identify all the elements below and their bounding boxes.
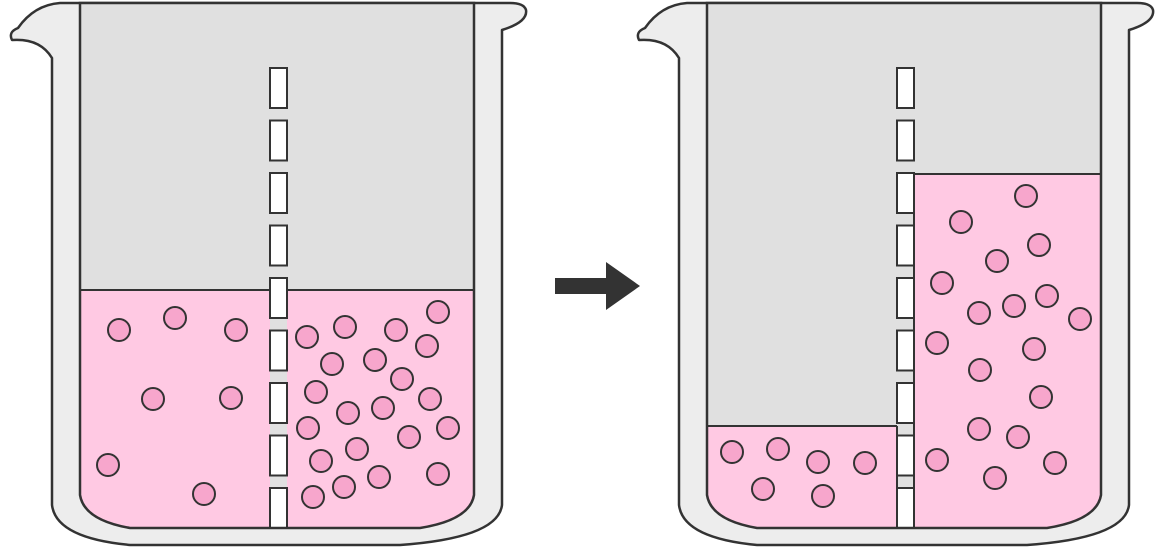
- membrane-segment: [269, 277, 288, 319]
- solute-particle: [224, 318, 248, 342]
- solute-particle: [333, 315, 357, 339]
- solute-particle: [309, 449, 333, 473]
- membrane-segment: [269, 382, 288, 424]
- membrane-segment: [896, 224, 915, 267]
- solute-particle: [397, 425, 421, 449]
- solute-particle: [720, 440, 744, 464]
- solute-particle: [301, 485, 325, 509]
- solute-particle: [985, 249, 1009, 273]
- solute-particle: [1027, 233, 1051, 257]
- solute-particle: [384, 318, 408, 342]
- solute-particle: [296, 416, 320, 440]
- solute-particle: [107, 318, 131, 342]
- solute-particle: [806, 450, 830, 474]
- solute-particle: [418, 387, 442, 411]
- membrane-segment: [269, 119, 288, 162]
- solute-particle: [436, 416, 460, 440]
- membrane-segment: [269, 224, 288, 267]
- solute-particle: [332, 475, 356, 499]
- solute-particle: [295, 325, 319, 349]
- membrane-segment: [269, 172, 288, 214]
- membrane-segment: [896, 67, 915, 109]
- solute-particle: [925, 448, 949, 472]
- solute-particle: [853, 451, 877, 475]
- membrane-segment: [896, 487, 915, 528]
- solute-particle: [967, 417, 991, 441]
- membrane-segment: [896, 172, 915, 214]
- solute-particle: [320, 352, 344, 376]
- beaker-interior: [80, 3, 474, 528]
- solute-particle: [1035, 284, 1059, 308]
- solute-particle: [1006, 425, 1030, 449]
- semipermeable-membrane: [269, 67, 288, 528]
- solute-particle: [1029, 385, 1053, 409]
- solute-particle: [1043, 451, 1067, 475]
- solute-particle: [367, 465, 391, 489]
- solute-particle: [96, 453, 120, 477]
- solute-particle: [751, 477, 775, 501]
- solute-particle: [336, 401, 360, 425]
- membrane-segment: [896, 119, 915, 162]
- solute-particle: [1014, 184, 1038, 208]
- solute-particle: [1002, 294, 1026, 318]
- membrane-segment: [269, 67, 288, 109]
- solute-particle: [925, 331, 949, 355]
- membrane-segment: [269, 487, 288, 528]
- membrane-segment: [896, 329, 915, 372]
- beaker-before: [9, 1, 528, 547]
- solute-particle: [345, 437, 369, 461]
- solute-particle: [426, 300, 450, 324]
- membrane-segment: [269, 434, 288, 477]
- solute-particle: [371, 396, 395, 420]
- solute-particle: [192, 482, 216, 506]
- solute-particle: [219, 386, 243, 410]
- solute-particle: [1022, 337, 1046, 361]
- membrane-segment: [896, 434, 915, 477]
- solute-particle: [766, 437, 790, 461]
- beaker-inner-wall: [705, 1, 1103, 530]
- solute-particle: [426, 462, 450, 486]
- solute-particle: [968, 358, 992, 382]
- solute-particle: [390, 367, 414, 391]
- semipermeable-membrane: [896, 67, 915, 528]
- solute-particle: [415, 334, 439, 358]
- solute-particle: [363, 348, 387, 372]
- solute-particle: [163, 306, 187, 330]
- solute-particle: [949, 210, 973, 234]
- membrane-segment: [896, 277, 915, 319]
- solute-particle: [983, 466, 1007, 490]
- membrane-segment: [896, 382, 915, 424]
- solute-particle: [304, 380, 328, 404]
- beaker-after: [636, 1, 1155, 547]
- beaker-interior: [707, 3, 1101, 528]
- solute-particle: [930, 271, 954, 295]
- solute-particle: [1068, 307, 1092, 331]
- solute-particle: [967, 301, 991, 325]
- right-arrow-icon: [555, 262, 640, 310]
- beaker-inner-wall: [78, 1, 476, 530]
- membrane-segment: [269, 329, 288, 372]
- solute-particle: [141, 387, 165, 411]
- solute-particle: [811, 484, 835, 508]
